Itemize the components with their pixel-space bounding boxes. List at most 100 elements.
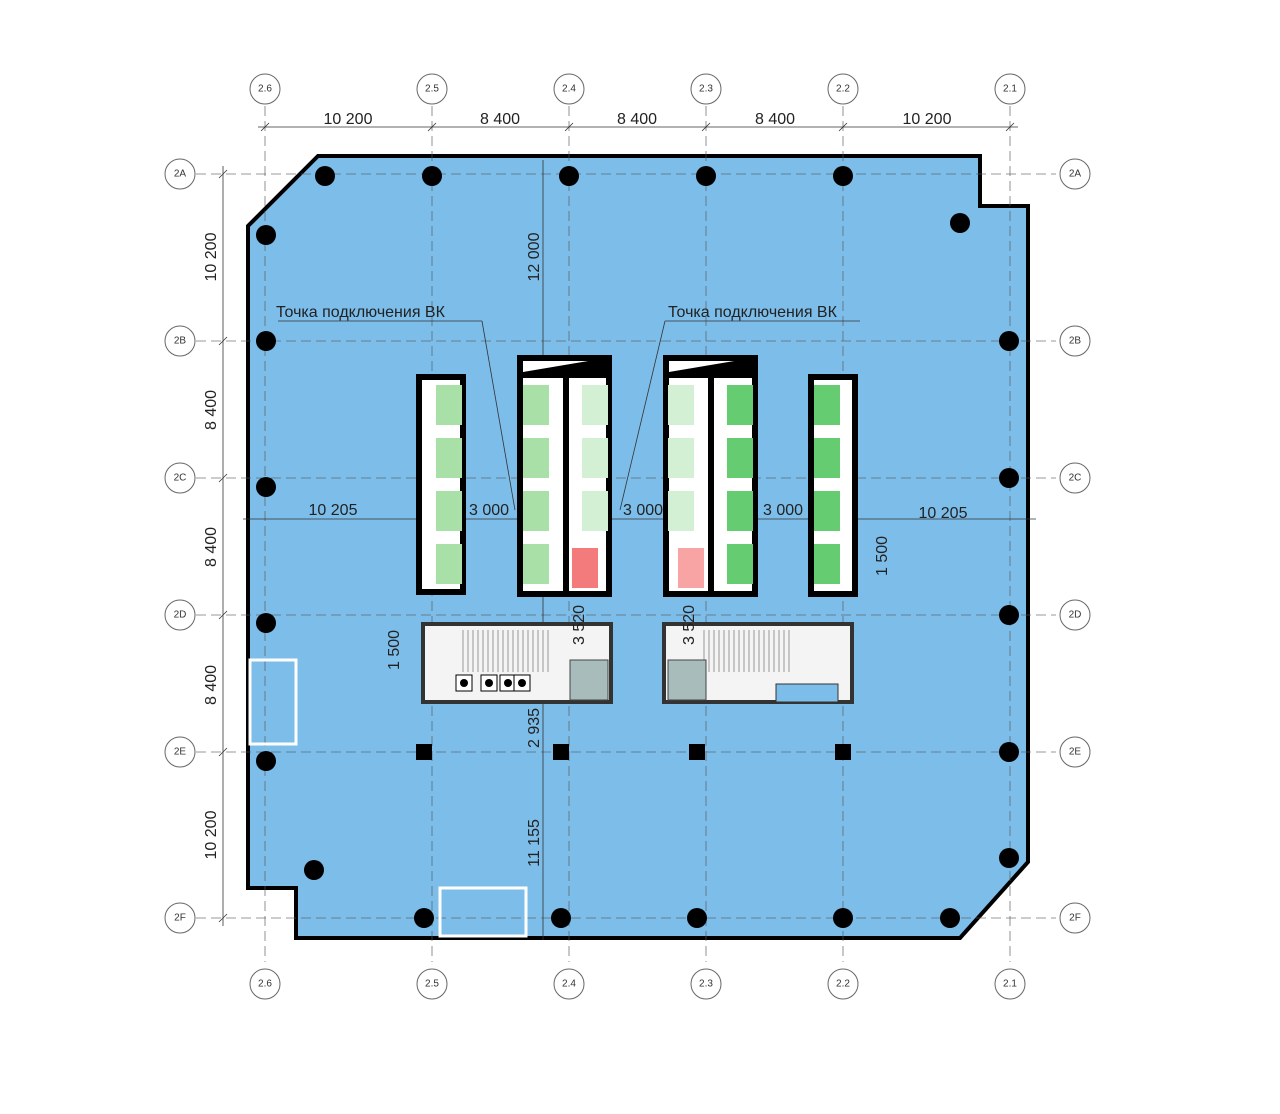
axis-bubble-right: 2B	[1059, 325, 1091, 357]
round-column	[999, 848, 1019, 868]
axis-label: 2.6	[258, 979, 272, 990]
axis-label: 2.2	[836, 84, 850, 95]
square-column	[553, 744, 569, 760]
elevator-cab	[436, 385, 462, 425]
dimension-lines	[218, 122, 1036, 940]
round-column	[559, 166, 579, 186]
dim-top-3: 8 400	[617, 111, 657, 128]
elevator-cab	[668, 491, 694, 531]
riser-icon	[504, 679, 512, 687]
connection-point-label-left: Точка подключения ВК	[276, 304, 446, 321]
elevator-cab	[523, 544, 549, 584]
riser-icon	[485, 679, 493, 687]
shaft-right	[667, 659, 707, 701]
riser-icon	[460, 679, 468, 687]
dim-left-span: 10 205	[309, 502, 358, 519]
square-column	[689, 744, 705, 760]
elevator-cab	[727, 491, 753, 531]
elevator-cab	[727, 385, 753, 425]
axis-label: 2.3	[699, 84, 713, 95]
dim-left-3: 8 400	[203, 527, 220, 567]
dim-left-2: 8 400	[203, 390, 220, 430]
square-column	[835, 744, 851, 760]
dim-top-1: 10 200	[324, 111, 373, 128]
elevator-cab	[814, 491, 840, 531]
axis-label: 2D	[174, 610, 187, 621]
round-column	[999, 605, 1019, 625]
axis-bubble-bottom: 2.1	[994, 968, 1026, 1000]
round-column	[833, 908, 853, 928]
elevator-cab	[814, 438, 840, 478]
round-column	[999, 742, 1019, 762]
axis-bubble-top: 2.1	[994, 73, 1026, 105]
axis-bubble-left: 2C	[164, 462, 196, 494]
round-column	[999, 468, 1019, 488]
dim-core-gap-1: 3 000	[469, 502, 509, 519]
dim-core-to-2e: 2 935	[526, 708, 543, 748]
axis-bubble-top: 2.2	[827, 73, 859, 105]
axis-bubble-bottom: 2.6	[249, 968, 281, 1000]
axis-label: 2.6	[258, 84, 272, 95]
axis-bubble-left: 2B	[164, 325, 196, 357]
round-column	[304, 860, 324, 880]
axis-label: 2B	[174, 336, 187, 347]
elevator-cab	[436, 544, 462, 584]
axis-bubble-left: 2F	[164, 902, 196, 934]
connection-point-label-right: Точка подключения ВК	[668, 304, 838, 321]
dim-core-to-edge: 11 155	[526, 819, 543, 867]
axis-bubble-right: 2A	[1059, 158, 1091, 190]
axis-bubble-bottom: 2.3	[690, 968, 722, 1000]
dim-core-gap-3: 3 000	[763, 502, 803, 519]
square-column	[416, 744, 432, 760]
dim-corridor-left: 3 520	[571, 605, 588, 645]
axis-bubble-top: 2.5	[416, 73, 448, 105]
axis-label: 2.1	[1003, 84, 1017, 95]
dim-left-4: 8 400	[203, 665, 220, 705]
axis-label: 2.4	[562, 979, 576, 990]
axis-bubble-bottom: 2.4	[553, 968, 585, 1000]
round-column	[422, 166, 442, 186]
shaft-left	[569, 659, 609, 701]
axis-bubble-left: 2E	[164, 736, 196, 768]
axis-bubble-right: 2F	[1059, 902, 1091, 934]
axis-label: 2.2	[836, 979, 850, 990]
exit-frame-left	[248, 658, 298, 746]
dim-corridor-right: 3 520	[681, 605, 698, 645]
axis-label: 2A	[174, 169, 187, 180]
exit-frame-bottom	[438, 886, 528, 938]
axis-bubble-right: 2E	[1059, 736, 1091, 768]
dim-core-to-2a: 12 000	[526, 232, 543, 281]
axis-bubble-right: 2C	[1059, 462, 1091, 494]
round-column	[696, 166, 716, 186]
axis-label: 2F	[1069, 913, 1081, 924]
round-column	[315, 166, 335, 186]
axis-label: 2C	[174, 473, 187, 484]
elevator-cab	[582, 438, 608, 478]
dim-right-span: 10 205	[919, 505, 968, 522]
round-column	[256, 331, 276, 351]
round-column	[256, 225, 276, 245]
round-column	[256, 477, 276, 497]
round-column	[999, 331, 1019, 351]
axis-label: 2D	[1069, 610, 1082, 621]
dim-core-gap-2: 3 000	[623, 502, 663, 519]
floor-slab	[246, 154, 1030, 940]
axis-label: 2.1	[1003, 979, 1017, 990]
axis-label: 2C	[1069, 473, 1082, 484]
elevator-cab	[814, 544, 840, 584]
dim-left-5: 10 200	[203, 810, 220, 859]
service-lift-cab	[678, 548, 704, 588]
axis-bubble-top: 2.4	[553, 73, 585, 105]
elevator-cab	[523, 385, 549, 425]
service-lift-cab	[572, 548, 598, 588]
elevator-cab	[582, 491, 608, 531]
elevator-cab	[668, 385, 694, 425]
dim-offset-left: 1 500	[386, 630, 403, 670]
axis-label: 2.5	[425, 84, 439, 95]
round-column	[551, 908, 571, 928]
round-column	[950, 213, 970, 233]
axis-bubble-left: 2D	[164, 599, 196, 631]
structural-columns	[256, 166, 1019, 928]
round-column	[687, 908, 707, 928]
